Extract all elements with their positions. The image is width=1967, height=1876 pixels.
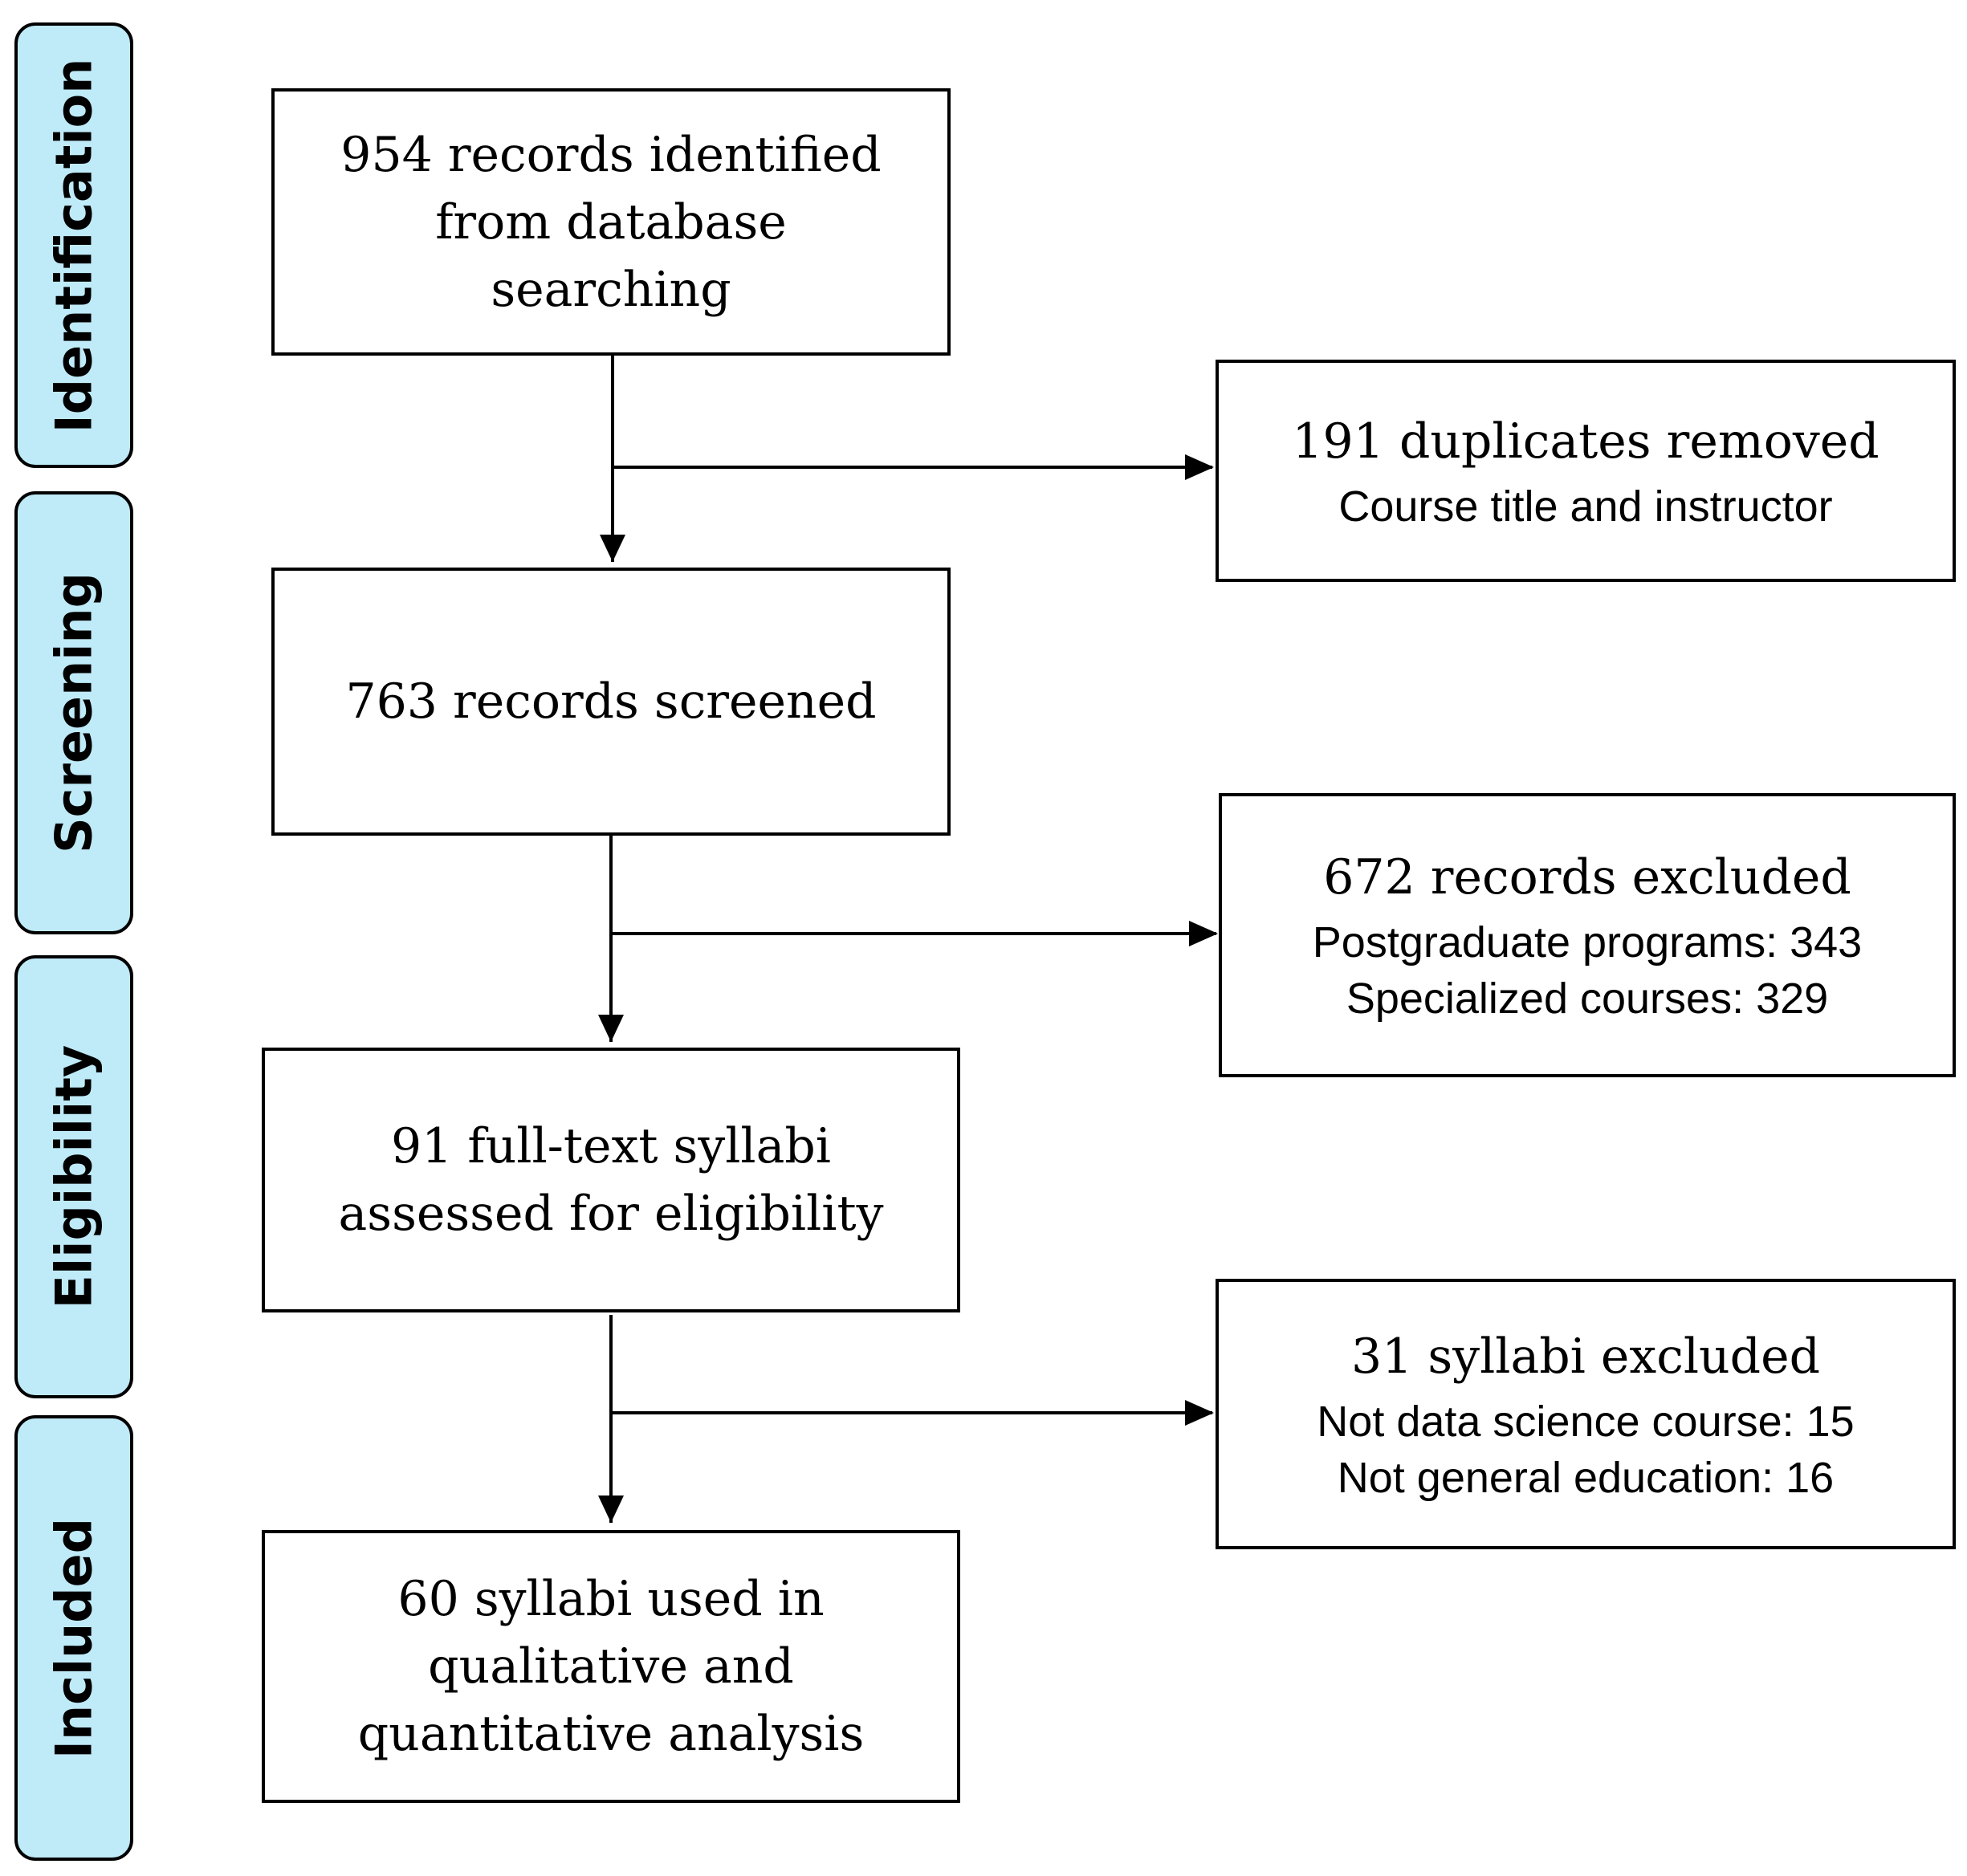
syllabi-excluded-title: 31 syllabi excluded (1350, 1328, 1821, 1385)
syllabi-included-text: 60 syllabi used in qualitative and quant… (357, 1571, 865, 1762)
records-excluded-reason-1: Postgraduate programs: 343 (1312, 918, 1863, 966)
box-full-text-assessed: 91 full-text syllabi assessed for eligib… (262, 1048, 960, 1312)
box-records-screened: 763 records screened (271, 568, 951, 836)
records-identified-text: 954 records identified from database sea… (340, 126, 882, 318)
arrowhead-records-excluded (1189, 921, 1218, 946)
phase-screening: Screening (14, 491, 133, 934)
phase-identification: Identification (14, 22, 133, 468)
box-syllabi-included: 60 syllabi used in qualitative and quant… (262, 1530, 960, 1803)
arrowhead-screened (600, 535, 625, 562)
phase-eligibility: Eligibility (14, 955, 133, 1398)
arrowhead-duplicates (1185, 454, 1214, 480)
records-screened-text: 763 records screened (345, 673, 877, 730)
phase-included: Included (14, 1415, 133, 1861)
syllabi-excluded-reason-1: Not data science course: 15 (1317, 1397, 1855, 1446)
arrowhead-included (598, 1496, 624, 1523)
box-syllabi-excluded: 31 syllabi excluded Not data science cou… (1216, 1279, 1956, 1549)
arrowhead-syllabi-excluded (1185, 1400, 1214, 1426)
box-duplicates-removed: 191 duplicates removed Course title and … (1216, 360, 1956, 582)
records-excluded-reason-2: Specialized courses: 329 (1346, 975, 1829, 1023)
duplicates-removed-title: 191 duplicates removed (1292, 413, 1879, 470)
syllabi-excluded-reason-2: Not general education: 16 (1337, 1453, 1835, 1502)
records-excluded-title: 672 records excluded (1323, 849, 1851, 905)
arrowhead-assessed (598, 1015, 624, 1042)
box-records-excluded: 672 records excluded Postgraduate progra… (1219, 793, 1956, 1077)
box-records-identified: 954 records identified from database sea… (271, 88, 951, 356)
duplicates-criterion: Course title and instructor (1338, 482, 1833, 531)
full-text-assessed-text: 91 full-text syllabi assessed for eligib… (338, 1118, 884, 1242)
